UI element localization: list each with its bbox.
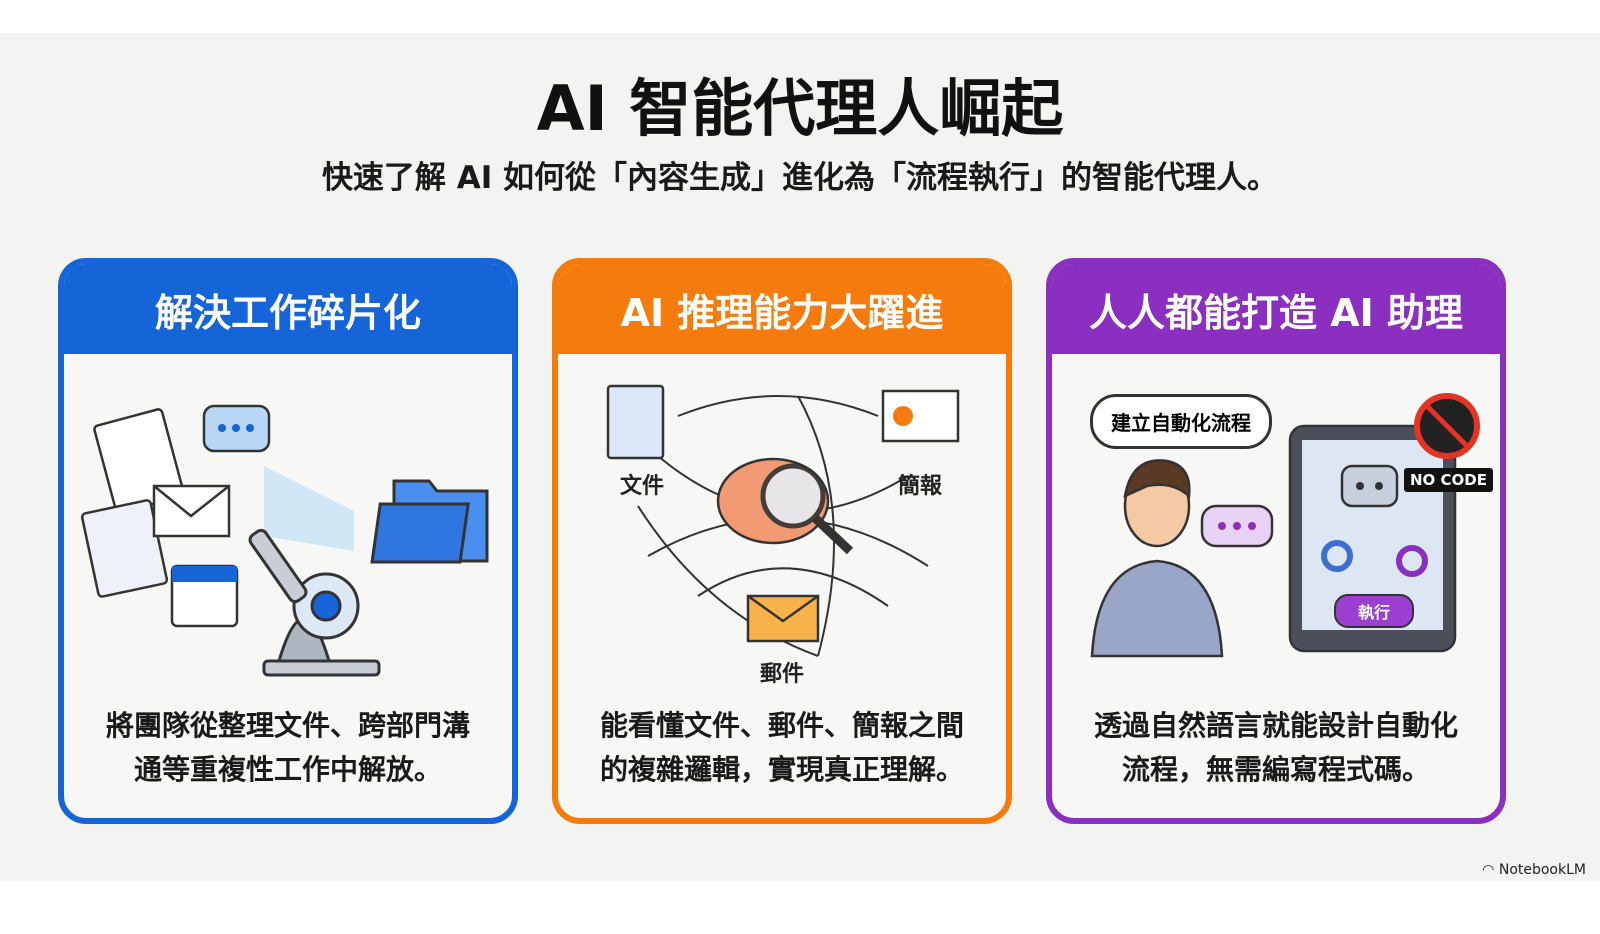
notebooklm-watermark: ◠ NotebookLM <box>1482 862 1586 878</box>
chat-bubble-icon <box>1200 504 1274 548</box>
card-description: 能看懂文件、郵件、簡報之間 的複雜邏輯，實現真正理解。 <box>568 704 996 792</box>
card-header: 解決工作碎片化 <box>64 264 512 354</box>
mail-icon <box>746 594 820 643</box>
desc-line: 的複雜邏輯，實現真正理解。 <box>599 753 964 786</box>
brain-network-illustration: 文件 簡報 郵件 <box>558 356 1006 687</box>
label-mail: 郵件 <box>760 662 805 687</box>
page-subtitle: 快速了解 AI 如何從「內容生成」進化為「流程執行」的智能代理人。 <box>321 160 1279 196</box>
desc-line: 能看懂文件、郵件、簡報之間 <box>599 709 964 742</box>
card-header: 人人都能打造 AI 助理 <box>1052 264 1500 354</box>
magnifier-icon <box>760 463 854 555</box>
card-reasoning: AI 推理能力大躍進 文件 簡報 郵件 能看懂文件、郵件、簡報之間 的複雜邏輯，… <box>552 258 1012 824</box>
folder-icon <box>370 479 489 564</box>
document-icon <box>606 384 665 460</box>
person-tablet-illustration: 建立自動化流程 NO CODE 執行 <box>1052 356 1500 686</box>
robot-arm-illustration <box>64 356 512 686</box>
desc-line: 流程，無需編寫程式碼。 <box>1121 753 1430 786</box>
presentation-icon <box>881 389 960 443</box>
desc-line: 通等重複性工作中解放。 <box>133 753 442 786</box>
card-header: AI 推理能力大躍進 <box>558 264 1006 354</box>
robot-icon <box>1340 464 1399 508</box>
card-fragmentation: 解決工作碎片化 將團隊從整理文件、跨部門溝 通等重複性工作中解放。 <box>58 258 518 824</box>
network-lines <box>637 395 929 657</box>
page-title: AI 智能代理人崛起 <box>536 72 1064 145</box>
speech-bubble: 建立自動化流程 <box>1090 394 1272 449</box>
documents-icon <box>80 408 231 598</box>
label-document: 文件 <box>620 474 665 499</box>
card-description: 將團隊從整理文件、跨部門溝 通等重複性工作中解放。 <box>74 704 502 792</box>
watermark-text: NotebookLM <box>1498 862 1586 878</box>
card-no-code: 人人都能打造 AI 助理 建立自動化流程 NO CODE 執行 透過自然語言就能… <box>1046 258 1506 824</box>
person-icon <box>1090 459 1224 658</box>
card-description: 透過自然語言就能設計自動化 流程，無需編寫程式碼。 <box>1062 704 1490 792</box>
label-slides: 簡報 <box>898 474 943 499</box>
no-code-icon <box>1414 393 1480 459</box>
chat-bubble-icon <box>202 404 271 453</box>
data-stream <box>264 466 354 551</box>
calendar-icon <box>170 564 239 628</box>
no-code-badge: NO CODE <box>1404 468 1493 492</box>
run-button: 執行 <box>1334 594 1414 628</box>
gear-icon <box>1321 540 1428 577</box>
robot-arm-icon <box>248 528 381 677</box>
desc-line: 將團隊從整理文件、跨部門溝 <box>105 709 470 742</box>
notebooklm-logo-icon: ◠ <box>1482 862 1499 878</box>
desc-line: 透過自然語言就能設計自動化 <box>1093 709 1458 742</box>
